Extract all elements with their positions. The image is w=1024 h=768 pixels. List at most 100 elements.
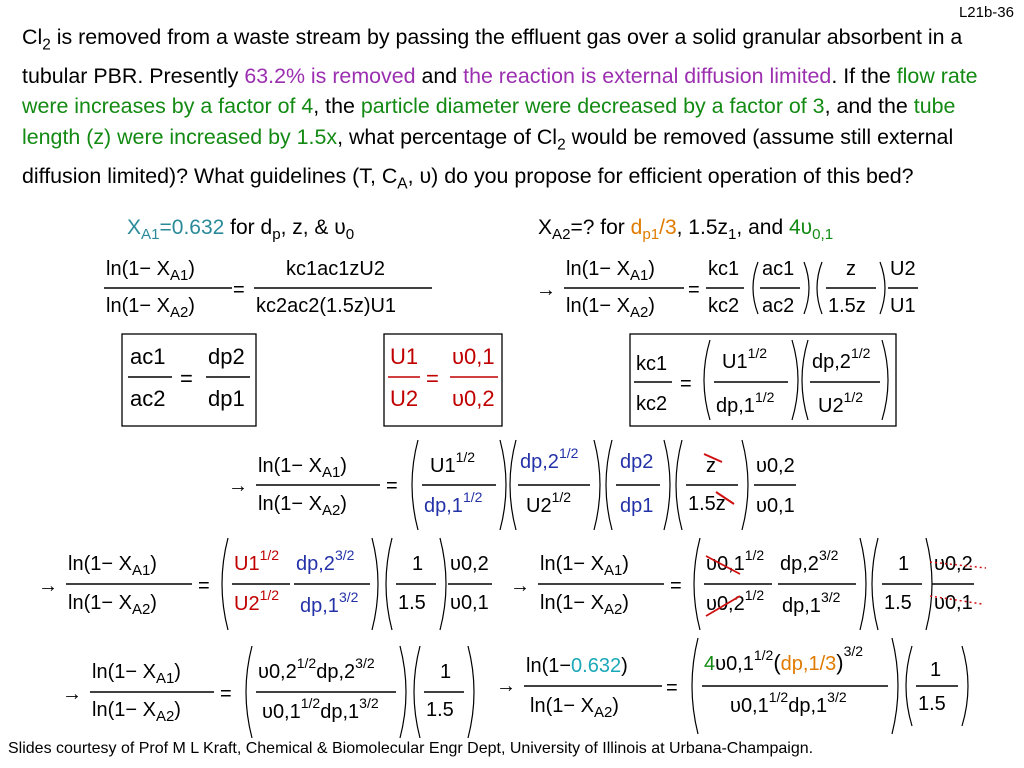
- highlight-tube-length: tube length (z) were increased by 1.5x: [22, 94, 956, 149]
- problem-text: and: [415, 63, 464, 88]
- svg-text:=: =: [180, 366, 193, 391]
- svg-text:dp1: dp1: [620, 495, 653, 517]
- xa2-sub: A2: [552, 226, 571, 244]
- svg-text:1.5: 1.5: [426, 699, 454, 721]
- condition-sub: 1: [728, 226, 737, 244]
- problem-text: Cl: [22, 25, 43, 49]
- svg-text:1: 1: [898, 553, 909, 575]
- xa2-label: X: [538, 216, 553, 239]
- svg-text:dp,21/2: dp,21/2: [812, 345, 871, 373]
- svg-text:=: =: [386, 475, 398, 497]
- svg-text:1: 1: [440, 661, 451, 683]
- svg-text:ac2: ac2: [130, 386, 165, 411]
- equation-5a: → ln(1− XA1) ln(1− XA2) = υ0,21/2dp,23/2…: [62, 645, 475, 739]
- svg-text:ac1: ac1: [130, 344, 165, 369]
- box-u-ratio: U1 U2 = υ0,1 υ0,2: [383, 333, 503, 427]
- problem-text: would be removed (assume still external …: [22, 124, 954, 188]
- xa1-sub: A1: [141, 226, 160, 244]
- svg-text:ac2: ac2: [762, 295, 794, 317]
- highlight-particle-diameter: particle diameter were decreased by a fa…: [360, 94, 825, 119]
- svg-text:ac1: ac1: [762, 258, 794, 280]
- dp1-label: d: [630, 216, 643, 239]
- svg-text:υ0,2: υ0,2: [934, 553, 973, 575]
- svg-text:ln(1− XA2): ln(1− XA2): [540, 592, 629, 618]
- svg-text:υ0,2: υ0,2: [756, 455, 795, 477]
- svg-text:kc2: kc2: [708, 295, 739, 317]
- svg-text:dp,13/2: dp,13/2: [300, 589, 359, 617]
- slide-number: L21b-36: [958, 4, 1014, 21]
- highlight-diffusion-limited: the reaction is external diffusion limit…: [463, 63, 832, 88]
- problem-text: , υ) do you propose for efficient operat…: [407, 163, 914, 188]
- problem-subscript: A: [397, 174, 408, 192]
- svg-text:z: z: [846, 258, 856, 280]
- condition-right: XA2=? for dp1/3, 1.5z1, and 4υ0,1: [538, 216, 833, 243]
- svg-text:=: =: [233, 279, 245, 301]
- svg-text:dp,23/2: dp,23/2: [780, 547, 839, 575]
- xa1-label: X: [127, 216, 142, 239]
- svg-text:U2: U2: [890, 258, 916, 280]
- svg-text:=: =: [426, 366, 439, 391]
- svg-text:ln(1− XA1): ln(1− XA1): [258, 455, 347, 481]
- svg-text:dp1: dp1: [208, 386, 245, 411]
- svg-text:U11/2: U11/2: [234, 547, 279, 575]
- equation-3: → ln(1− XA1) ln(1− XA2) = U11/2 dp,11/2 …: [228, 439, 796, 531]
- svg-text:υ0,1: υ0,1: [450, 592, 489, 614]
- svg-text:υ0,1: υ0,1: [756, 495, 795, 517]
- problem-statement: Cl 2 is removed from a waste stream by pa…: [22, 22, 1012, 199]
- svg-text:ln(1− XA2): ln(1− XA2): [258, 493, 347, 519]
- svg-text:U11/2: U11/2: [430, 449, 475, 477]
- problem-text: , what percentage of Cl: [337, 124, 558, 149]
- svg-text:U11/2: U11/2: [722, 345, 767, 373]
- svg-text:=: =: [198, 575, 210, 597]
- svg-text:U1: U1: [390, 344, 418, 369]
- svg-text:1.5: 1.5: [918, 693, 946, 715]
- equation-1: ln(1− XA1) ln(1− XA2) = kc1ac1zU2 kc2ac2…: [104, 258, 432, 321]
- equation-2: → ln(1− XA1) ln(1− XA2) = kc1 kc2 ac1 ac…: [536, 258, 918, 321]
- svg-text:U21/2: U21/2: [526, 489, 571, 517]
- svg-text:ln(1− XA2): ln(1− XA2): [530, 695, 619, 721]
- svg-text:υ0,11/2dp,13/2: υ0,11/2dp,13/2: [262, 695, 379, 723]
- equation-4a: → ln(1− XA1) ln(1− XA2) = U11/2 U21/2 dp…: [38, 537, 492, 631]
- dp1-sub: p1: [642, 226, 660, 244]
- svg-text:U2: U2: [390, 386, 418, 411]
- condition-left: XA1=0.632 for dp, z, & υ0: [127, 216, 354, 243]
- svg-text:kc1ac1zU2: kc1ac1zU2: [286, 258, 385, 280]
- condition-sub: p: [272, 226, 281, 244]
- svg-text:U21/2: U21/2: [818, 389, 863, 417]
- problem-subscript: 2: [557, 136, 566, 154]
- svg-text:1.5: 1.5: [398, 592, 426, 614]
- svg-text:υ0,11/2dp,13/2: υ0,11/2dp,13/2: [730, 689, 847, 717]
- equation-5b: → ln(1−0.632) ln(1− XA2) = 4υ0,11/2(dp,1…: [496, 637, 969, 735]
- svg-text:1.5z: 1.5z: [688, 493, 726, 515]
- problem-text: , and the: [824, 94, 914, 119]
- svg-text:dp,11/2: dp,11/2: [716, 389, 775, 417]
- svg-text:kc1: kc1: [708, 258, 739, 280]
- svg-text:kc1: kc1: [636, 353, 667, 375]
- problem-text: is removed from a waste stream by passin…: [22, 25, 963, 88]
- footer-credit: Slides courtesy of Prof M L Kraft, Chemi…: [8, 740, 814, 757]
- highlight-flow-rate: flow rate were increases by a factor of …: [22, 63, 978, 119]
- svg-text:ln(1− XA1): ln(1− XA1): [92, 661, 181, 687]
- box-kc-ratio: kc1 kc2 = U11/2 dp,11/2 dp,21/2 U21/2: [629, 333, 897, 427]
- svg-text:=: =: [670, 575, 682, 597]
- condition-text: , and: [736, 216, 789, 239]
- svg-text:ln(1− XA1): ln(1− XA1): [540, 553, 629, 579]
- svg-text:U1: U1: [890, 295, 916, 317]
- highlight-removed: 63.2% is removed: [244, 63, 416, 88]
- svg-text:→: →: [38, 575, 58, 597]
- condition-sub: 0: [345, 226, 355, 244]
- svg-text:υ0,2: υ0,2: [452, 386, 495, 411]
- svg-text:dp2: dp2: [208, 344, 245, 369]
- svg-text:=: =: [688, 279, 700, 301]
- problem-text: . If the: [831, 63, 897, 88]
- svg-text:1.5: 1.5: [884, 592, 912, 614]
- svg-text:υ0,2: υ0,2: [450, 553, 489, 575]
- svg-text:ln(1− XA2): ln(1− XA2): [106, 295, 195, 321]
- svg-text:dp,13/2: dp,13/2: [782, 589, 841, 617]
- condition-text: , 1.5z: [676, 216, 729, 239]
- svg-text:→: →: [228, 475, 248, 497]
- box-ac-ratio: ac1 ac2 = dp2 dp1: [121, 333, 257, 427]
- four-v-label: 4υ: [788, 216, 813, 239]
- condition-text: for d: [224, 216, 273, 239]
